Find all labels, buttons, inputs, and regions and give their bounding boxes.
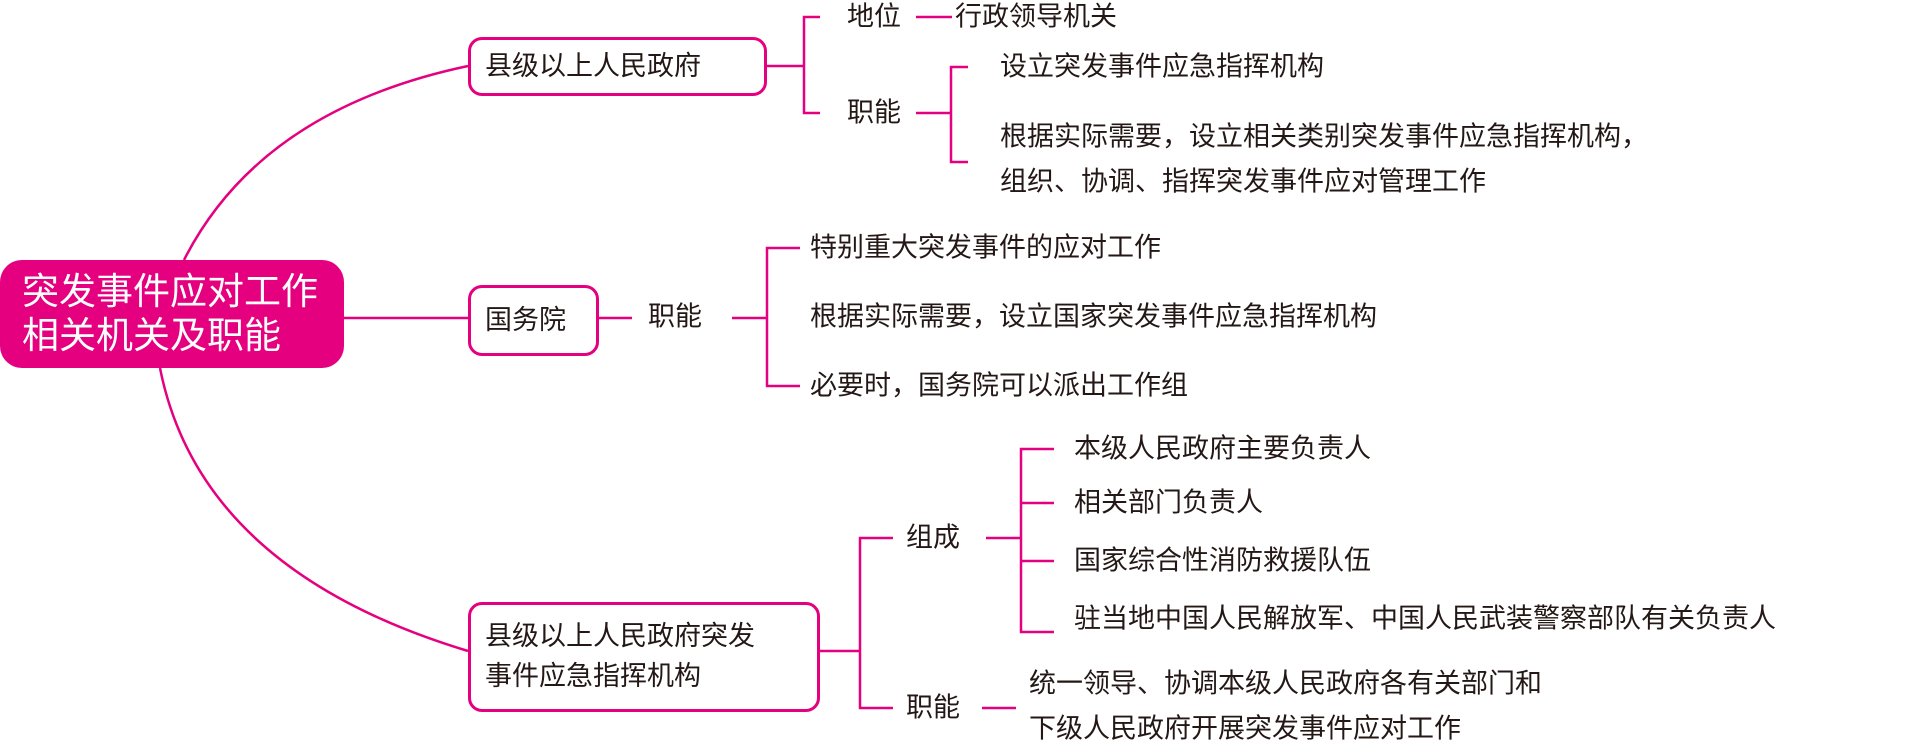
node-state-council: 国务院 xyxy=(468,285,599,356)
bracket-county-government xyxy=(767,15,820,115)
curve-root-to-county-government xyxy=(182,64,469,261)
label-status: 地位 xyxy=(847,1,901,33)
function-item: 必要时，国务院可以派出工作组 xyxy=(810,370,1188,402)
node-title: 县级以上人民政府 xyxy=(485,50,701,82)
composition-item: 驻当地中国人民解放军、中国人民武装警察部队有关负责人 xyxy=(1074,603,1776,635)
function-item-line2: 组织、协调、指挥突发事件应对管理工作 xyxy=(1000,166,1486,198)
function-line2: 下级人民政府开展突发事件应对工作 xyxy=(1029,713,1461,745)
label-function: 职能 xyxy=(847,97,901,129)
label-function: 职能 xyxy=(648,301,702,333)
status-value: 行政领导机关 xyxy=(955,1,1117,33)
function-item: 设立突发事件应急指挥机构 xyxy=(1000,51,1324,83)
curve-root-to-command-agency xyxy=(158,367,469,653)
label-composition: 组成 xyxy=(906,522,960,554)
bracket-county-functions xyxy=(916,65,968,164)
composition-item: 本级人民政府主要负责人 xyxy=(1074,433,1371,465)
node-title-line1: 县级以上人民政府突发 xyxy=(485,620,755,652)
function-item-line1: 根据实际需要，设立相关类别突发事件应急指挥机构， xyxy=(1000,121,1648,153)
label-function: 职能 xyxy=(906,692,960,724)
node-county-government: 县级以上人民政府 xyxy=(468,37,767,96)
node-title: 国务院 xyxy=(485,304,566,336)
root-title-line1: 突发事件应对工作 xyxy=(22,269,318,313)
composition-item: 相关部门负责人 xyxy=(1074,487,1263,519)
node-command-agency: 县级以上人民政府突发 事件应急指挥机构 xyxy=(468,602,820,712)
function-item: 特别重大突发事件的应对工作 xyxy=(810,232,1161,264)
bracket-command-agency xyxy=(820,536,893,710)
node-title-line2: 事件应急指挥机构 xyxy=(485,661,701,692)
bracket-composition xyxy=(986,447,1054,634)
root-topic: 突发事件应对工作 相关机关及职能 xyxy=(0,260,344,368)
bracket-state-council-functions xyxy=(732,246,800,388)
root-title-line2: 相关机关及职能 xyxy=(22,314,281,357)
composition-item: 国家综合性消防救援队伍 xyxy=(1074,545,1371,577)
function-line1: 统一领导、协调本级人民政府各有关部门和 xyxy=(1029,668,1542,700)
function-item: 根据实际需要，设立国家突发事件应急指挥机构 xyxy=(810,301,1377,333)
